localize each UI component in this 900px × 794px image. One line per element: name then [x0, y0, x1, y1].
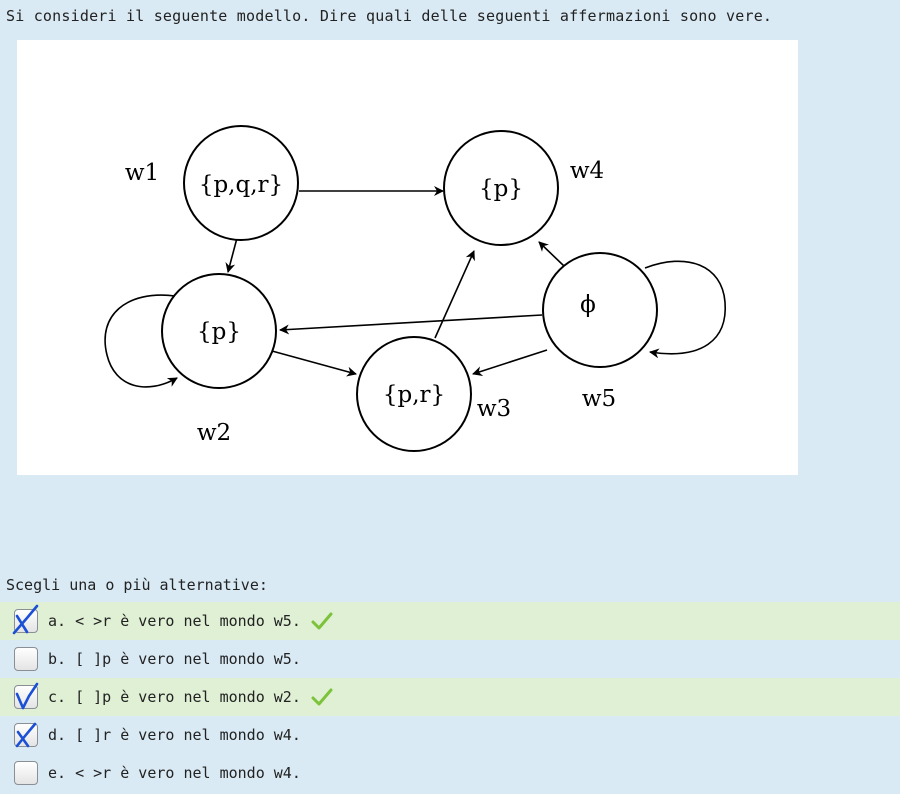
answer-label-e: e. < >r è vero nel mondo w4.	[48, 764, 301, 782]
answer-prompt: Scegli una o più alternative:	[6, 576, 268, 594]
edge-w2-loop	[104, 294, 178, 388]
cross-check-icon	[15, 682, 39, 710]
world-label-w4: {p}	[479, 176, 523, 202]
answer-checkbox-e[interactable]	[14, 761, 38, 785]
world-label-w3: {p,r}	[383, 382, 445, 408]
world-label-w2: {p}	[197, 319, 241, 345]
kripke-model-figure: {p,q,r} w1 {p} w4 {p} w2 {p,r} w3 ϕ w5	[17, 40, 798, 475]
answer-option-b[interactable]: b. [ ]p è vero nel mondo w5.	[0, 640, 900, 678]
answer-label-c: c. [ ]p è vero nel mondo w2.	[48, 688, 301, 706]
world-label-w1: {p,q,r}	[199, 172, 283, 198]
edge-w5-w2	[279, 314, 543, 335]
world-label-w5: ϕ	[580, 292, 596, 318]
question-text: Si consideri il seguente modello. Dire q…	[6, 7, 773, 25]
answer-checkbox-b[interactable]	[14, 647, 38, 671]
world-node-w5: ϕ w5	[542, 252, 658, 412]
answer-label-b: b. [ ]p è vero nel mondo w5.	[48, 650, 301, 668]
world-node-w4: {p} w4	[443, 130, 604, 246]
answer-option-d[interactable]: d. [ ]r è vero nel mondo w4.	[0, 716, 900, 754]
correct-tick-icon	[311, 612, 333, 630]
answer-list: a. < >r è vero nel mondo w5. b. [ ]p è v…	[0, 602, 900, 792]
answer-checkbox-a[interactable]	[12, 604, 39, 635]
world-name-w4: w4	[570, 158, 604, 184]
kripke-diagram: {p,q,r} w1 {p} w4 {p} w2 {p,r} w3 ϕ w5	[104, 125, 726, 452]
world-name-w3: w3	[477, 396, 511, 422]
answer-checkbox-d[interactable]	[14, 722, 38, 748]
edge-w5-loop	[644, 260, 726, 359]
cross-check-icon	[15, 722, 37, 748]
answer-label-a: a. < >r è vero nel mondo w5.	[48, 612, 301, 630]
edge-w5-w4	[538, 241, 565, 267]
answer-option-a[interactable]: a. < >r è vero nel mondo w5.	[0, 602, 900, 640]
answer-option-c[interactable]: c. [ ]p è vero nel mondo w2.	[0, 678, 900, 716]
world-node-w1: {p,q,r} w1	[125, 125, 299, 241]
world-name-w1: w1	[125, 160, 159, 186]
answer-label-d: d. [ ]r è vero nel mondo w4.	[48, 726, 301, 744]
world-name-w5: w5	[582, 386, 616, 412]
world-name-w2: w2	[197, 420, 231, 446]
edge-w5-w3	[472, 349, 548, 376]
answer-option-e[interactable]: e. < >r è vero nel mondo w4.	[0, 754, 900, 792]
world-node-w3: {p,r} w3	[356, 336, 511, 452]
cross-check-icon	[12, 604, 39, 635]
edge-w2-w3	[271, 350, 357, 377]
answer-checkbox-c[interactable]	[14, 682, 39, 710]
world-node-w2: {p} w2	[161, 273, 277, 446]
edge-w1-w2	[225, 237, 238, 273]
edge-w3-w4	[434, 250, 475, 339]
correct-tick-icon	[311, 688, 333, 706]
